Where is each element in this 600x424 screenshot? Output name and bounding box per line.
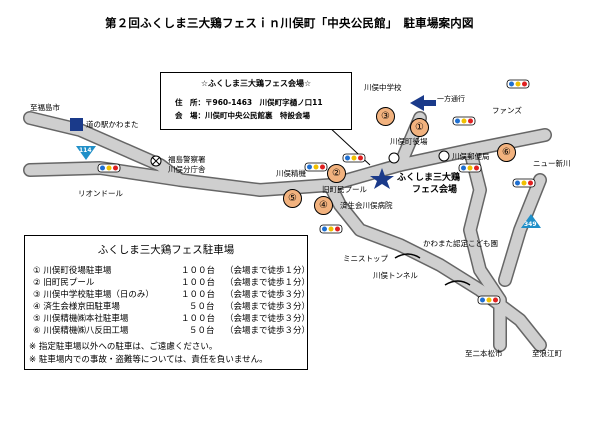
- michinoeki-icon: [70, 118, 83, 131]
- legend-row-walk: （会場まで徒歩３分）: [225, 314, 311, 324]
- legend-row-count: １００台: [181, 314, 216, 324]
- parking-marker-5: ⑤: [283, 189, 302, 208]
- label-michinoeki: 道の駅かわまた: [86, 120, 139, 129]
- legend-title: ふくしま三大鶏フェス駐車場: [97, 244, 235, 256]
- venue-info-box: ☆ふくしま三大鶏フェス会場☆ 住 所：〒960-1463 川俣町字樋ノ口11 会…: [160, 72, 352, 130]
- route349-sign: [521, 214, 541, 228]
- label-tunnel: 川俣トンネル: [373, 271, 418, 280]
- legend-row-name: ④ 済生会様京田駐車場: [33, 302, 120, 312]
- route114-sign: [76, 146, 96, 160]
- legend-row-walk: （会場まで徒歩１分）: [225, 278, 311, 288]
- legend-row-count: １００台: [181, 278, 216, 288]
- legend-row-name: ⑥ 川俣精機㈱八反田工場: [33, 326, 129, 336]
- label-kyu-pool: 旧町民プール: [322, 185, 367, 194]
- legend-row-walk: （会場まで徒歩３分）: [225, 302, 311, 312]
- label-venue-1: ふくしま三大鶏: [397, 173, 461, 183]
- legend-row-name: ② 旧町民プール: [33, 278, 95, 288]
- legend-row-name: ① 川俣町役場駐車場: [33, 266, 112, 276]
- parking-marker-2: ②: [327, 164, 346, 183]
- one-way-arrow: [410, 95, 436, 111]
- venue-location: 会 場：川俣町中央公民館裏 特設会場: [175, 111, 310, 120]
- label-ministop: ミニストップ: [343, 254, 388, 263]
- venue-address: 住 所：〒960-1463 川俣町字樋ノ口11: [175, 98, 323, 107]
- tunnel-mark-east: [444, 280, 471, 286]
- venue-info-heading: ☆ふくしま三大鶏フェス会場☆: [200, 79, 312, 88]
- traffic-signals: [97, 79, 536, 305]
- yubinkyoku-icon: [438, 150, 450, 162]
- label-yakuba: 川俣町役場: [390, 137, 428, 146]
- legend-row-walk: （会場まで徒歩１分）: [225, 266, 311, 276]
- label-fukushima-city: 至福島市: [30, 103, 60, 112]
- page-title: 第２回ふくしま三大鶏フェスｉｎ川俣町「中央公民館」 駐車場案内図: [105, 16, 474, 30]
- legend-row-count: ５０台: [189, 326, 215, 336]
- label-police: 福島警察署: [168, 155, 206, 164]
- legend-row-count: １００台: [181, 290, 216, 300]
- yakuba-icon: [388, 152, 400, 164]
- label-newshinkawa: ニュー新川: [533, 159, 571, 168]
- label-route349: 349: [524, 221, 537, 228]
- legend-row-walk: （会場まで徒歩３分）: [225, 290, 311, 300]
- label-yubinkyoku: 川俣郵便局: [452, 152, 490, 161]
- parking-marker-3: ③: [376, 107, 395, 126]
- label-saiseikai: 済生会川俣病院: [340, 201, 393, 210]
- legend-row-count: ５０台: [189, 302, 215, 312]
- label-fans: ファンズ: [492, 106, 522, 115]
- parking-marker-4: ④: [314, 196, 333, 215]
- label-kawamata-branch: 川俣分庁舎: [168, 165, 206, 174]
- legend-row-count: １００台: [181, 266, 216, 276]
- label-riondoru: リオンドール: [78, 189, 123, 198]
- label-one-way: 一方通行: [437, 95, 465, 103]
- label-namie: 至浪江町: [532, 349, 562, 358]
- label-route114: 114: [79, 147, 92, 154]
- legend-row-walk: （会場まで徒歩３分）: [225, 326, 311, 336]
- legend-row-name: ⑤ 川俣精機㈱本社駐車場: [33, 314, 129, 324]
- label-nihonmatsu: 至二本松市: [465, 349, 503, 358]
- venue-star: [370, 168, 394, 189]
- legend-note: ※ 指定駐車場以外への駐車は、ご遠慮ください。: [29, 342, 218, 352]
- label-venue-2: フェス会場: [412, 185, 458, 195]
- legend-row-name: ③ 川俣中学校駐車場（日のみ）: [33, 290, 154, 300]
- label-kodomoen: かわまた認定こども園: [423, 239, 498, 248]
- legend-note: ※ 駐車場内での事故・盗難等については、責任を負いません。: [29, 355, 268, 365]
- parking-legend: ふくしま三大鶏フェス駐車場 ① 川俣町役場駐車場 １００台 （会場まで徒歩１分）…: [24, 235, 311, 370]
- parking-marker-6: ⑥: [497, 143, 516, 162]
- tunnel-mark-west: [394, 253, 421, 259]
- label-chugakko: 川俣中学校: [364, 83, 402, 92]
- parking-marker-1: ①: [410, 118, 429, 137]
- label-kawamata-seiki: 川俣精機: [276, 169, 306, 178]
